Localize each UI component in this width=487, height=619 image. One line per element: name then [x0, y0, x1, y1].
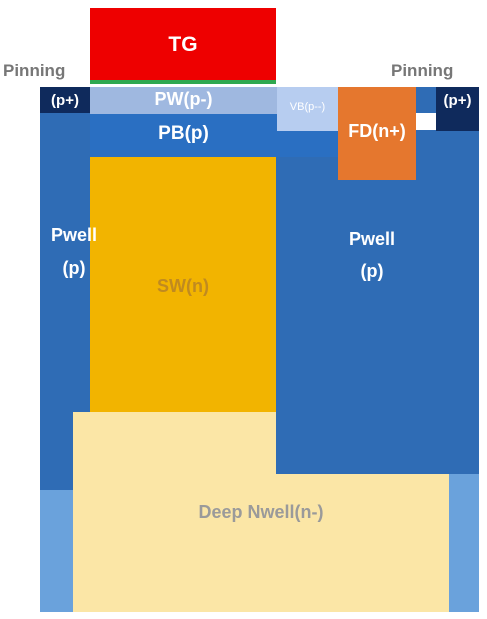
pplus-label-right: (p+) [443, 92, 472, 109]
tg-gate [90, 8, 276, 83]
sw-label: SW(n) [157, 276, 209, 296]
pinning-label-left: Pinning [3, 61, 66, 80]
pwell-left-label-2: (p) [62, 258, 86, 278]
pw-label: PW(p-) [154, 89, 213, 109]
pwell-left-label-1: Pwell [50, 225, 98, 245]
substrate-edge-right [449, 474, 479, 612]
pw-region-top [90, 87, 277, 114]
pplus-right-region [436, 87, 479, 131]
pplus-label-left: (p+) [51, 92, 79, 109]
fd-region [338, 87, 416, 180]
deep-nwell-region-lower [73, 474, 449, 612]
pwell-right-region [276, 130, 479, 474]
pwell-right-label-2: (p) [360, 261, 384, 281]
sw-region [90, 155, 276, 412]
pplus-left-region [40, 87, 90, 113]
fd-label: FD(n+) [348, 121, 406, 141]
substrate-edge-left [40, 490, 73, 612]
pb-label: PB(p) [158, 123, 209, 144]
tg-label: TG [168, 33, 198, 56]
deep-nwell-label: Deep Nwell(n-) [198, 502, 324, 522]
vb-region [277, 87, 338, 131]
gate-oxide [90, 80, 276, 84]
pinning-label-right: Pinning [391, 61, 454, 80]
vb-label: VB(p--) [289, 101, 326, 113]
pwell-right-label-1: Pwell [348, 229, 396, 249]
